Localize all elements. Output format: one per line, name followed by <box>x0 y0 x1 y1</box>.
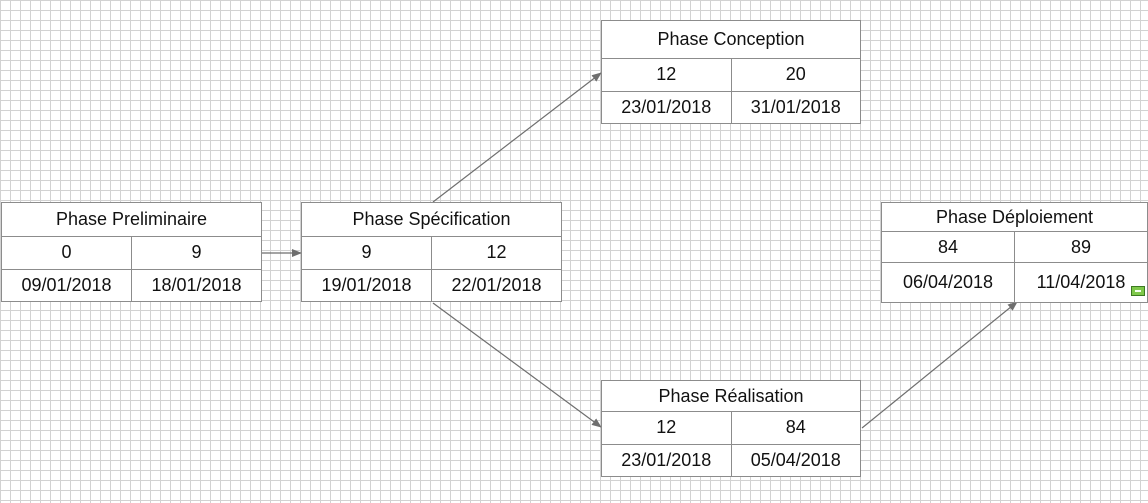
end-date: 31/01/2018 <box>730 91 861 123</box>
early-finish: 84 <box>730 412 861 444</box>
start-date: 23/01/2018 <box>621 96 712 117</box>
node-phase-conception[interactable]: Phase Conception 12 20 23/01/2018 31/01/… <box>601 20 861 124</box>
early-start: 12 <box>656 417 677 438</box>
early-start: 9 <box>361 242 372 263</box>
early-finish: 9 <box>131 237 261 269</box>
early-start: 12 <box>656 64 677 85</box>
early-start: 0 <box>61 242 72 263</box>
node-title: Phase Déploiement <box>882 203 1147 232</box>
arrow-specification-to-realisation <box>432 302 602 428</box>
end-date: 18/01/2018 <box>131 269 261 301</box>
early-finish: 89 <box>1014 232 1147 262</box>
end-date: 05/04/2018 <box>730 444 861 476</box>
node-phase-realisation[interactable]: Phase Réalisation 12 84 23/01/2018 05/04… <box>601 380 861 477</box>
early-start: 84 <box>937 236 959 257</box>
end-date: 11/04/2018 <box>1014 263 1147 302</box>
resize-handle-icon[interactable] <box>1131 286 1145 296</box>
node-title: Phase Conception <box>602 21 860 59</box>
node-phase-deploiement[interactable]: Phase Déploiement 84 89 06/04/2018 11/04… <box>881 202 1148 303</box>
node-title: Phase Spécification <box>302 203 561 237</box>
node-phase-specification[interactable]: Phase Spécification 9 12 19/01/2018 22/0… <box>301 202 562 302</box>
early-finish: 12 <box>431 237 561 269</box>
start-date: 23/01/2018 <box>621 449 712 470</box>
node-title: Phase Preliminaire <box>2 203 261 237</box>
early-finish: 20 <box>730 59 861 91</box>
node-phase-preliminaire[interactable]: Phase Preliminaire 0 9 09/01/2018 18/01/… <box>1 202 262 302</box>
start-date: 06/04/2018 <box>902 272 994 292</box>
node-title: Phase Réalisation <box>602 381 860 412</box>
arrow-realisation-to-deploiement <box>861 301 1018 429</box>
arrow-specification-to-conception <box>432 72 602 203</box>
end-date: 22/01/2018 <box>431 269 561 301</box>
start-date: 19/01/2018 <box>321 274 412 295</box>
start-date: 09/01/2018 <box>21 274 112 295</box>
